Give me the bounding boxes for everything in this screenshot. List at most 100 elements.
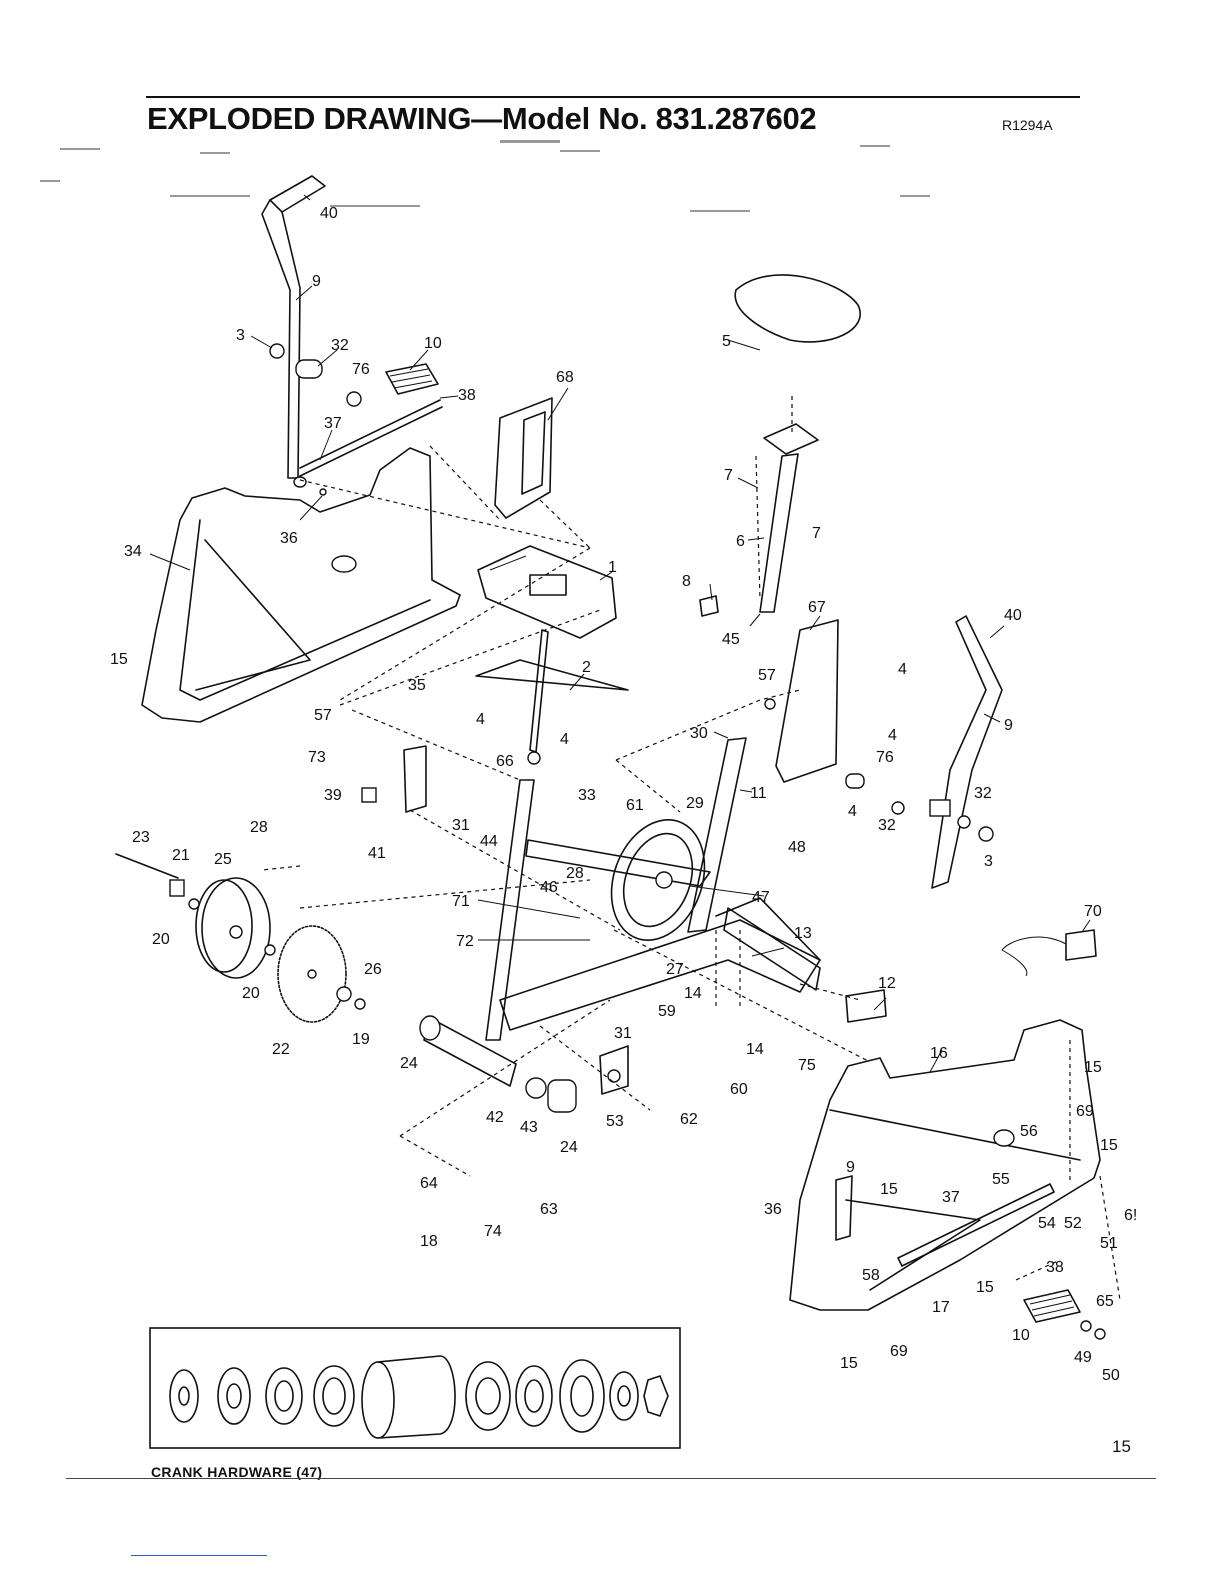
adapter [1001,929,1097,977]
callout-13: 13 [794,925,812,942]
callout-63: 63 [540,1201,558,1218]
callout-25: 25 [214,851,232,868]
callout-3a: 3 [236,327,245,344]
callout-48: 48 [788,839,806,856]
callout-74: 74 [484,1223,502,1240]
callout-14a: 14 [684,985,702,1002]
pulley [115,853,271,979]
callout-57b: 57 [758,667,776,684]
inset-caption: CRANK HARDWARE (47) [151,1464,323,1480]
front-roller [419,1015,577,1113]
callout-75: 75 [798,1057,816,1074]
page-title: EXPLODED DRAWING—Model No. 831.287602 [147,101,817,136]
callout-31b: 31 [614,1025,632,1042]
callout-34: 34 [124,543,142,560]
callout-20a: 20 [152,931,170,948]
callout-23: 23 [132,829,150,846]
leader-lines [149,194,1091,1073]
callout-27: 27 [666,961,684,978]
callout-15d: 15 [880,1181,898,1198]
blue-link-line [131,1555,267,1556]
callout-32a: 32 [331,337,349,354]
left-side-frame [141,447,461,723]
callout-4e: 4 [848,803,857,820]
callout-40b: 40 [1004,607,1022,624]
callout-44: 44 [480,833,498,850]
scan-noise [40,140,930,212]
callout-20b: 20 [242,985,260,1002]
callout-9c: 9 [846,1159,855,1176]
seat [699,274,861,617]
callout-36a: 36 [280,530,298,547]
callout-54: 54 [1038,1215,1056,1232]
callout-68: 68 [556,369,574,386]
callout-9b: 9 [1004,717,1013,734]
callout-22: 22 [272,1041,290,1058]
callout-55: 55 [992,1171,1010,1188]
callout-10a: 10 [424,335,442,352]
callout-38b: 38 [1046,1259,1064,1276]
header-rule [146,96,1080,98]
callout-59: 59 [658,1003,676,1020]
callout-15b: 15 [1084,1059,1102,1076]
callout-71: 71 [452,893,470,910]
right-handlebar [891,615,1003,889]
callout-56: 56 [1020,1123,1038,1140]
callout-29: 29 [686,795,704,812]
callout-11: 11 [750,785,767,802]
callout-12: 12 [878,975,896,992]
left-handlebar [261,175,326,488]
callout-69a: 69 [1076,1103,1094,1120]
callout-16: 16 [930,1045,948,1062]
callout-28b: 28 [566,865,584,882]
callout-36b: 36 [764,1201,782,1218]
flywheel [610,819,706,941]
callout-5: 5 [722,333,731,350]
callout-8: 8 [682,573,691,590]
right-pedal [1023,1289,1106,1340]
callout-50: 50 [1102,1367,1120,1384]
callout-24b: 24 [560,1139,578,1156]
callout-6: 6 [736,533,745,550]
drawing-code: R1294A [1002,117,1053,133]
callout-61: 61 [626,797,644,814]
callout-21: 21 [172,847,190,864]
callout-37a: 37 [324,415,342,432]
callout-69b: 69 [890,1343,908,1360]
callout-39: 39 [324,787,342,804]
callout-66: 66 [496,753,514,770]
callout-7b: 7 [812,525,821,542]
part-callouts: 40 9 3 32 10 76 38 37 36 34 15 68 1 2 4 … [110,205,1137,1384]
callout-4c: 4 [898,661,907,678]
page-number: 15 [1112,1437,1131,1456]
callout-43: 43 [520,1119,538,1136]
callout-17: 17 [932,1299,950,1316]
callout-4b: 4 [560,731,569,748]
callout-15a: 15 [110,651,128,668]
right-cover [764,619,865,789]
callout-76a: 76 [352,361,370,378]
callout-38a: 38 [458,387,476,404]
callout-19: 19 [352,1031,370,1048]
console [477,545,617,639]
callout-58: 58 [862,1267,880,1284]
footer-rule [66,1478,1156,1479]
callout-31a: 31 [452,817,470,834]
callout-67: 67 [808,599,826,616]
callout-15c: 15 [1100,1137,1118,1154]
callout-32b: 32 [878,817,896,834]
callout-46: 46 [540,879,558,896]
callout-4a: 4 [476,711,485,728]
callout-15e: 15 [976,1279,994,1296]
callout-62: 62 [680,1111,698,1128]
callout-60: 60 [730,1081,748,1098]
callout-72: 72 [456,933,474,950]
console-cover [494,397,553,519]
callout-51: 51 [1100,1235,1118,1252]
callout-10b: 10 [1012,1327,1030,1344]
callout-26: 26 [364,961,382,978]
callout-4d: 4 [888,727,897,744]
disc [264,925,366,1023]
callout-6x: 6! [1124,1207,1137,1224]
callout-47: 47 [752,889,770,906]
